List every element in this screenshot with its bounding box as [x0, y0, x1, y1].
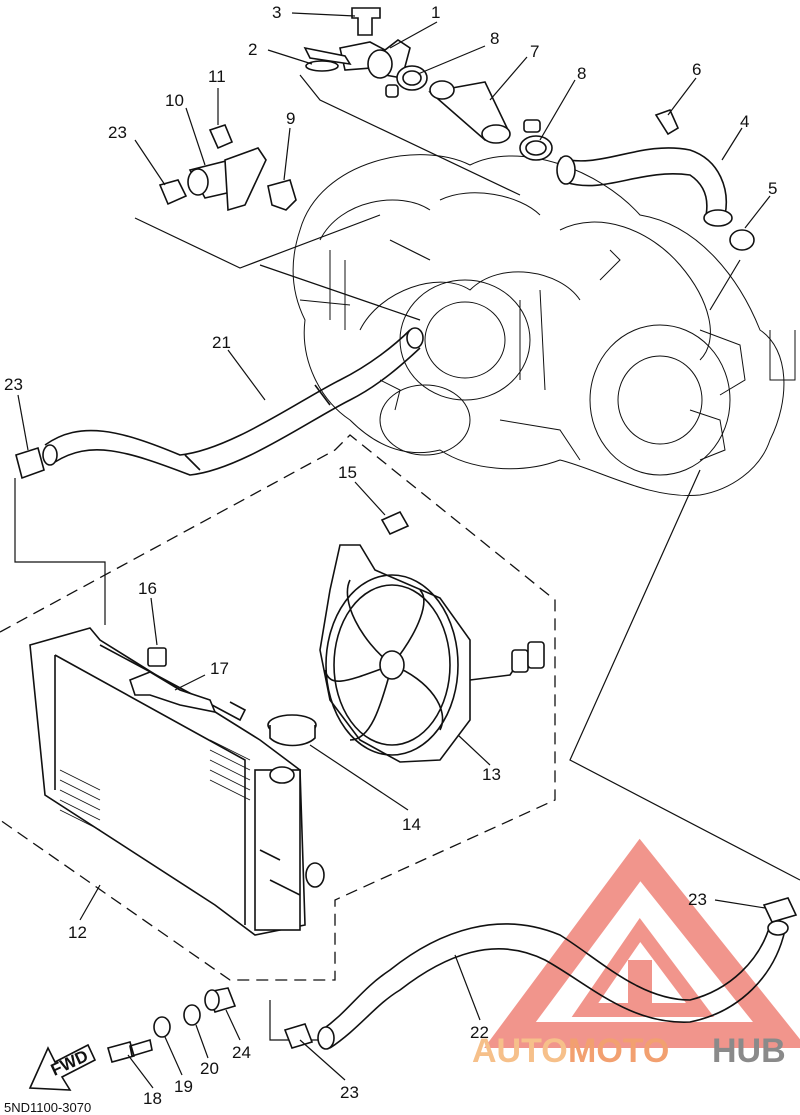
watermark-logo: [484, 838, 800, 1048]
part-number-labels: 3 1 2 8 7 8 6 4 5 11 10 9 23 21 23 15 16…: [4, 3, 777, 1108]
drain-plug-9: [267, 179, 297, 211]
callout-6: 6: [692, 60, 701, 79]
watermark-brand-hub: HUB: [712, 1032, 786, 1070]
bolt-11: [208, 124, 234, 150]
callout-3: 3: [272, 3, 281, 22]
radiator-12: [29, 627, 325, 936]
nut-16: [147, 647, 167, 667]
watermark-brand-moto: MOTO: [568, 1032, 669, 1070]
hose-clamp-23b: [15, 446, 45, 480]
callout-18: 18: [143, 1089, 162, 1108]
callout-20: 20: [200, 1059, 219, 1078]
callout-16: 16: [138, 579, 157, 598]
callout-5: 5: [768, 179, 777, 198]
callout-17: 17: [210, 659, 229, 678]
bolt-6: [654, 108, 680, 136]
bracket-17: [129, 671, 217, 714]
collar-20: [183, 1004, 201, 1026]
callout-7: 7: [530, 42, 539, 61]
engine-block: [292, 154, 796, 497]
callout-leaders: [17, 12, 771, 1089]
watermark-brand-auto: AUTO: [472, 1032, 568, 1070]
callout-23c: 23: [688, 890, 707, 909]
watermark-brand-text: AUTO MOTO HUB: [472, 1032, 786, 1070]
o-ring-2: [305, 60, 339, 72]
hose-clamp-23d: [283, 1023, 314, 1049]
radiator-core-hatching: [59, 739, 251, 831]
drawing-code: 5ND1100-3070: [4, 1100, 91, 1115]
hose-4: [559, 147, 727, 216]
callout-1: 1: [431, 3, 440, 22]
o-ring-5: [729, 229, 755, 251]
callout-13: 13: [482, 765, 501, 784]
fwd-label: FWD: [48, 1046, 91, 1080]
callout-14: 14: [402, 815, 421, 834]
radiator-group-boundary: [0, 434, 556, 981]
callout-15: 15: [338, 463, 357, 482]
hose-clamp-8a: [396, 65, 428, 91]
callout-9: 9: [286, 109, 295, 128]
radiator-hose-22: [317, 920, 789, 1050]
hose-clamp-8b: [519, 135, 553, 161]
callout-2: 2: [248, 40, 257, 59]
callout-10: 10: [165, 91, 184, 110]
washer-19: [153, 1016, 171, 1038]
bolt-15: [380, 510, 410, 536]
bolt-18: [107, 1038, 153, 1063]
thermostat-cover-group: [158, 7, 755, 251]
callout-8b: 8: [577, 64, 586, 83]
watermark-triangle-outer: [484, 838, 800, 1048]
callout-24: 24: [232, 1043, 251, 1062]
hose-clamp-23a: [158, 179, 188, 206]
callout-12: 12: [68, 923, 87, 942]
reference-lines: [14, 74, 800, 1041]
callout-8a: 8: [490, 29, 499, 48]
radiator-hose-21: [42, 327, 424, 476]
hose-clamp-23c: [762, 897, 798, 923]
callout-11: 11: [208, 67, 226, 86]
fan-assembly-13: [319, 544, 545, 763]
callout-22: 22: [470, 1023, 489, 1042]
callout-21: 21: [212, 333, 231, 352]
callout-23d: 23: [340, 1083, 359, 1102]
fwd-arrow-icon: FWD: [28, 1043, 97, 1091]
callout-23a: 23: [108, 123, 127, 142]
radiator-cap-14: [267, 714, 317, 747]
bolt-3: [351, 7, 381, 36]
callout-23b: 23: [4, 375, 23, 394]
callout-19: 19: [174, 1077, 193, 1096]
callout-4: 4: [740, 112, 749, 131]
